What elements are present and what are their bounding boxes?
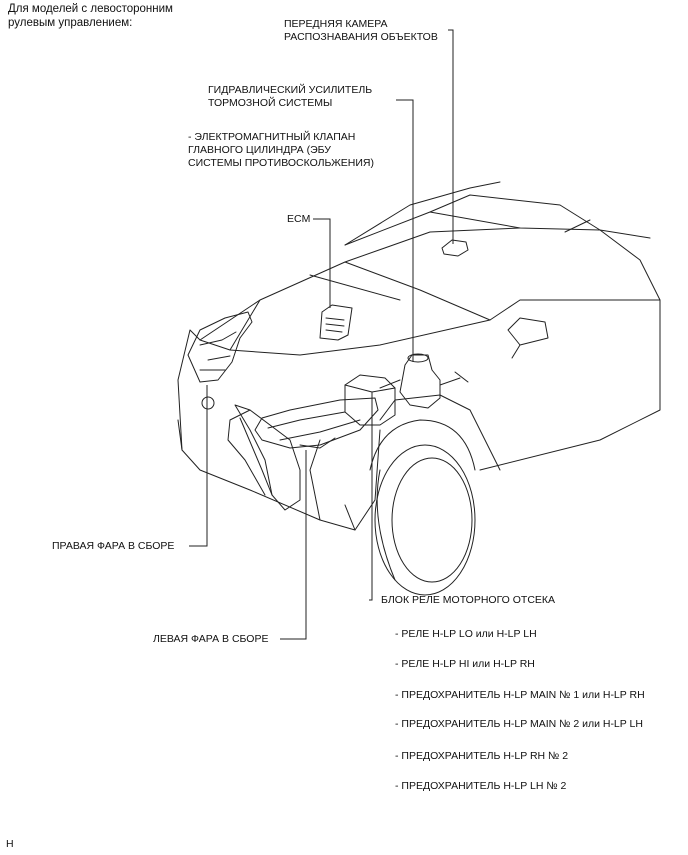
relay-item-1: - РЕЛЕ H-LP LO или H-LP LH bbox=[395, 628, 537, 640]
label-relay-block: БЛОК РЕЛЕ МОТОРНОГО ОТСЕКА bbox=[381, 594, 556, 606]
relay-item-6: - ПРЕДОХРАНИТЕЛЬ H-LP LH № 2 bbox=[395, 780, 567, 792]
brake-booster-shape bbox=[399, 354, 441, 409]
label-solenoid-valve-line-1: - ЭЛЕКТРОМАГНИТНЫЙ КЛАПАН bbox=[188, 131, 356, 143]
leader-relay-block bbox=[369, 420, 373, 601]
roof-outline bbox=[344, 181, 501, 246]
relay-item-4: - ПРЕДОХРАНИТЕЛЬ H-LP MAIN № 2 или H-LP … bbox=[395, 718, 643, 730]
footer-code: H bbox=[6, 838, 14, 850]
side-mirror bbox=[507, 317, 549, 346]
label-brake-booster: ГИДРАВЛИЧЕСКИЙ УСИЛИТЕЛЬ ТОРМОЗНОЙ СИСТЕ… bbox=[208, 84, 372, 110]
relay-block-shape bbox=[344, 374, 396, 426]
header-line-2: рулевым управлением: bbox=[8, 17, 133, 29]
label-brake-booster-line-1: ГИДРАВЛИЧЕСКИЙ УСИЛИТЕЛЬ bbox=[208, 84, 373, 96]
relay-item-3: - ПРЕДОХРАНИТЕЛЬ H-LP MAIN № 1 или H-LP … bbox=[395, 689, 645, 701]
leader-ecm bbox=[313, 218, 331, 308]
leader-right-headlamp bbox=[189, 385, 208, 547]
label-solenoid-valve-line-2: ГЛАВНОГО ЦИЛИНДРА (ЭБУ bbox=[188, 144, 331, 156]
hood-outline bbox=[199, 227, 521, 341]
side-body bbox=[479, 299, 661, 471]
label-front-camera-line-1: ПЕРЕДНЯЯ КАМЕРА bbox=[284, 18, 388, 30]
label-ecm: ECM bbox=[287, 213, 311, 225]
spindle-grille bbox=[234, 404, 301, 511]
right-headlamp-shape bbox=[187, 311, 253, 383]
left-headlamp-shape bbox=[254, 397, 379, 449]
front-fender bbox=[379, 394, 501, 471]
ecm-shape bbox=[319, 304, 353, 341]
label-right-headlamp: ПРАВАЯ ФАРА В СБОРЕ bbox=[52, 540, 175, 552]
relay-item-5: - ПРЕДОХРАНИТЕЛЬ H-LP RH № 2 bbox=[395, 750, 569, 762]
label-left-headlamp: ЛЕВАЯ ФАРА В СБОРЕ bbox=[153, 633, 269, 645]
front-camera-shape bbox=[441, 239, 469, 257]
leader-front-camera bbox=[448, 29, 454, 244]
label-front-camera: ПЕРЕДНЯЯ КАМЕРА РАСПОЗНАВАНИЯ ОБЪЕКТОВ bbox=[284, 18, 438, 44]
front-wheel bbox=[374, 444, 476, 596]
leader-left-headlamp bbox=[280, 450, 307, 640]
leader-brake-booster bbox=[396, 99, 414, 362]
label-front-camera-line-2: РАСПОЗНАВАНИЯ ОБЪЕКТОВ bbox=[284, 31, 438, 43]
header-note: Для моделей с левосторонним рулевым упра… bbox=[8, 2, 173, 30]
front-bumper bbox=[177, 419, 381, 531]
label-brake-booster-line-2: ТОРМОЗНОЙ СИСТЕМЫ bbox=[208, 97, 333, 109]
header-line-1: Для моделей с левосторонним bbox=[8, 3, 173, 15]
label-solenoid-valve: - ЭЛЕКТРОМАГНИТНЫЙ КЛАПАН ГЛАВНОГО ЦИЛИН… bbox=[188, 131, 374, 170]
relay-item-2: - РЕЛЕ H-LP HI или H-LP RH bbox=[395, 658, 535, 670]
label-solenoid-valve-line-3: СИСТЕМЫ ПРОТИВОСКОЛЬЖЕНИЯ) bbox=[188, 157, 374, 169]
